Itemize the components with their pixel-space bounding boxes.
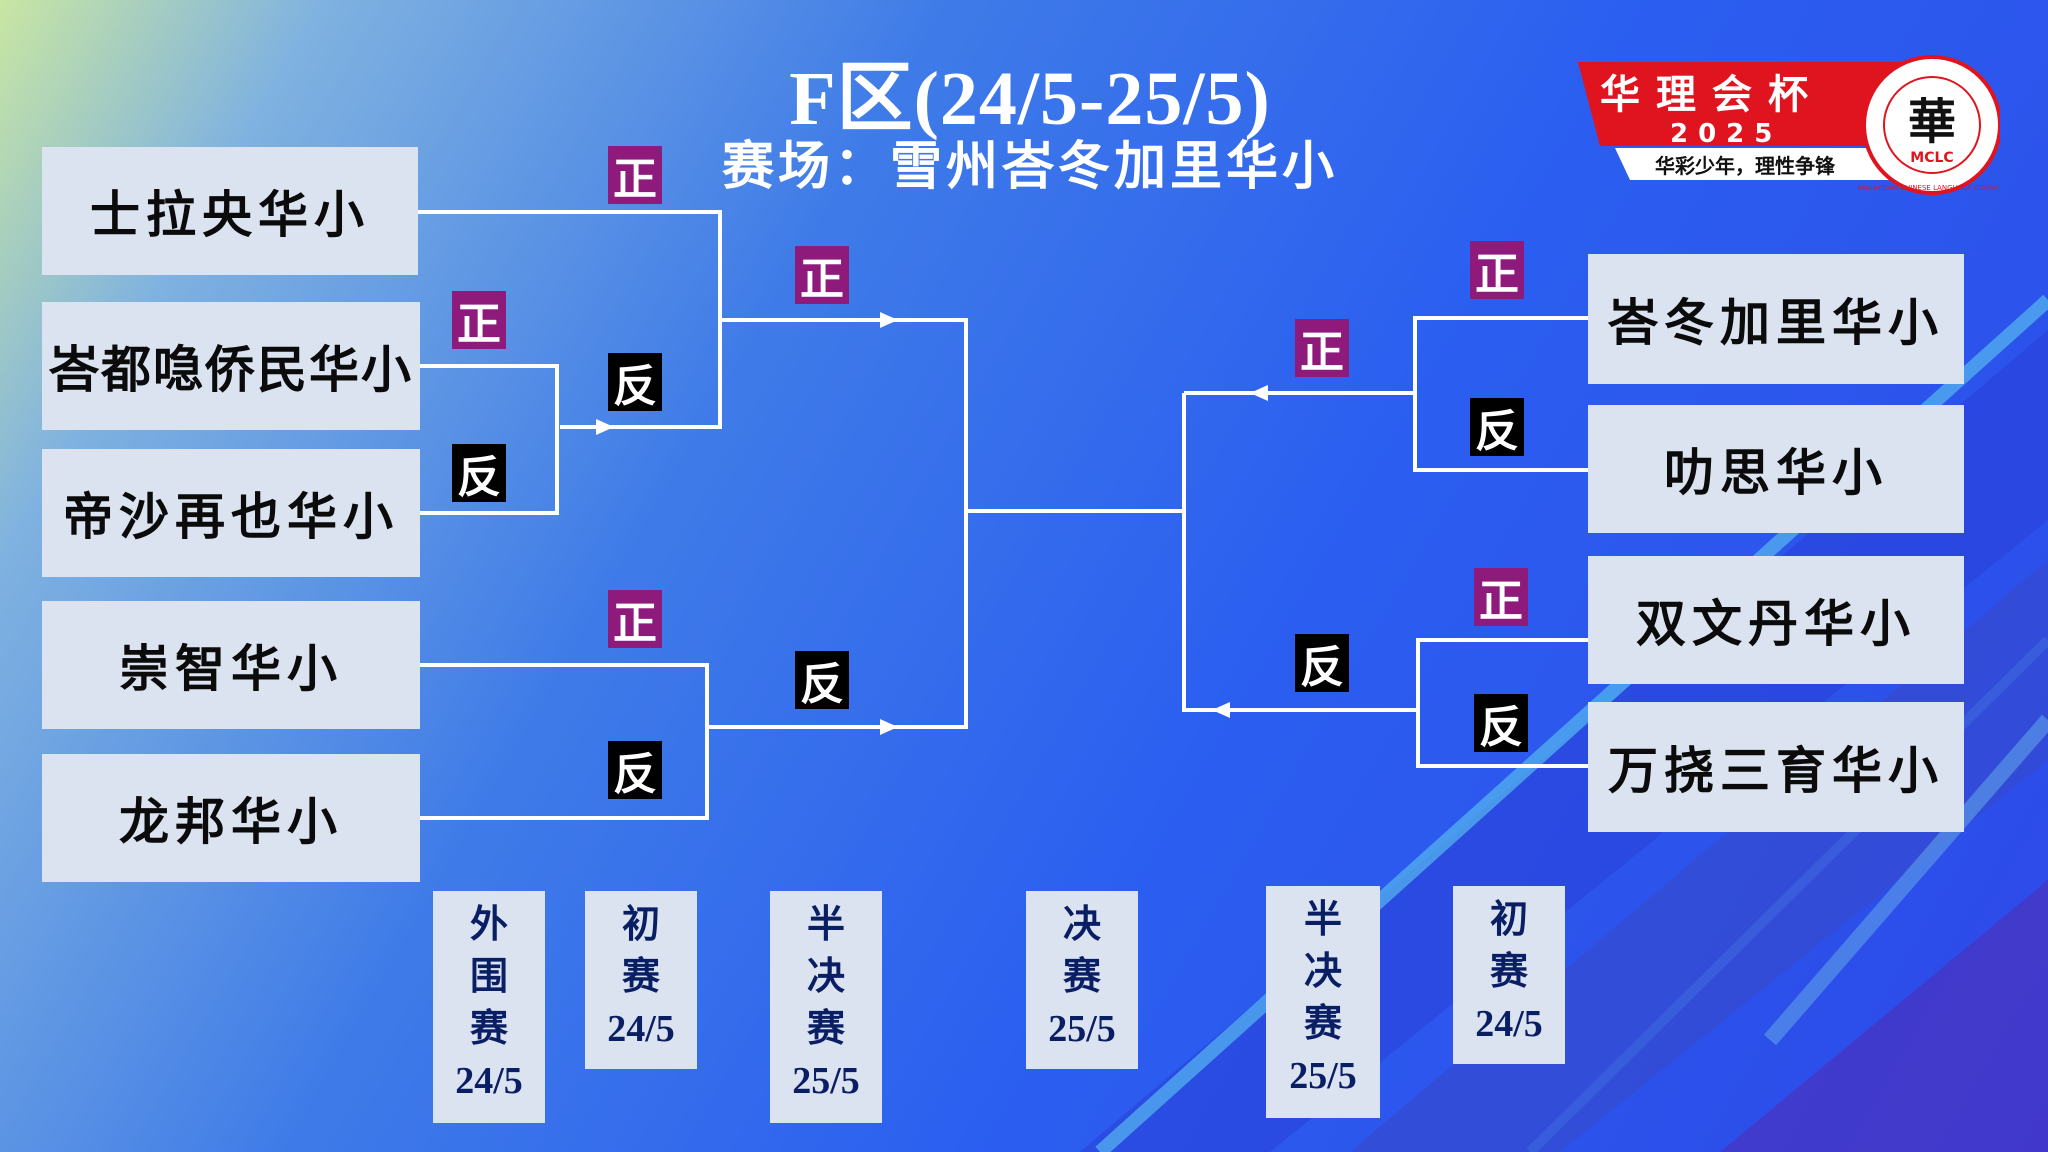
bracket-line [418, 364, 559, 515]
team-box-left: 龙邦华小 [42, 754, 420, 882]
bracket-line [420, 663, 709, 820]
team-name: 万挠三育华小 [1608, 741, 1944, 800]
logo-seal-abbr: MCLC [1910, 150, 1953, 166]
zheng-badge: 正 [1474, 568, 1528, 627]
team-box-right: 双文丹华小 [1588, 556, 1964, 684]
fan-badge: 反 [795, 651, 849, 710]
team-name: 峇冬加里华小 [1608, 293, 1944, 352]
zheng-badge: 正 [795, 246, 849, 305]
team-box-left: 帝沙再也华小 [42, 449, 420, 577]
fan-badge: 反 [1295, 634, 1349, 693]
logo-red-banner [1578, 62, 1920, 146]
team-box-left: 崇智华小 [42, 601, 420, 729]
fan-badge: 反 [608, 741, 662, 800]
team-box-left: 峇都喼侨民华小 [42, 302, 420, 430]
zheng-badge: 正 [608, 146, 662, 205]
zheng-badge: 正 [608, 590, 662, 649]
team-box-right: 万挠三育华小 [1588, 702, 1964, 832]
team-box-left: 士拉央华小 [42, 147, 418, 275]
bracket-line [1182, 393, 1418, 712]
team-box-right: 叻思华小 [1588, 405, 1964, 533]
page-title: F区(24/5-25/5) [789, 57, 1271, 141]
logo-slogan: 华彩少年，理性争锋 [1655, 154, 1836, 178]
team-name: 龙邦华小 [119, 792, 343, 851]
fan-badge: 反 [1474, 694, 1528, 753]
zheng-badge: 正 [452, 291, 506, 350]
venue-subtitle: 赛场：雪州峇冬加里华小 [721, 136, 1338, 197]
fan-badge: 反 [452, 444, 506, 503]
fan-badge: 反 [608, 353, 662, 412]
zheng-badge: 正 [1470, 241, 1524, 300]
logo-name: 华理会杯 [1600, 72, 1824, 118]
logo-seal-char: 華 [1908, 94, 1956, 150]
team-name: 峇都喼侨民华小 [49, 340, 413, 399]
zheng-badge: 正 [1295, 319, 1349, 378]
team-box-right: 峇冬加里华小 [1588, 254, 1964, 384]
competition-logo: 华理会杯 2025 华彩少年，理性争锋 華 MCLC MALAYSIAN CHI… [1578, 55, 2000, 195]
team-name: 双文丹华小 [1636, 594, 1916, 653]
logo-year: 2025 [1670, 119, 1782, 149]
bracket-line [1184, 316, 1588, 395]
team-name: 叻思华小 [1664, 443, 1888, 502]
team-name: 崇智华小 [119, 639, 343, 698]
team-name: 士拉央华小 [90, 185, 370, 244]
team-name: 帝沙再也华小 [63, 487, 399, 546]
fan-badge: 反 [1470, 398, 1524, 457]
logo-seal-ring-text: MALAYSIAN CHINESE LANGUAGE COUNCIL [1858, 184, 2000, 192]
